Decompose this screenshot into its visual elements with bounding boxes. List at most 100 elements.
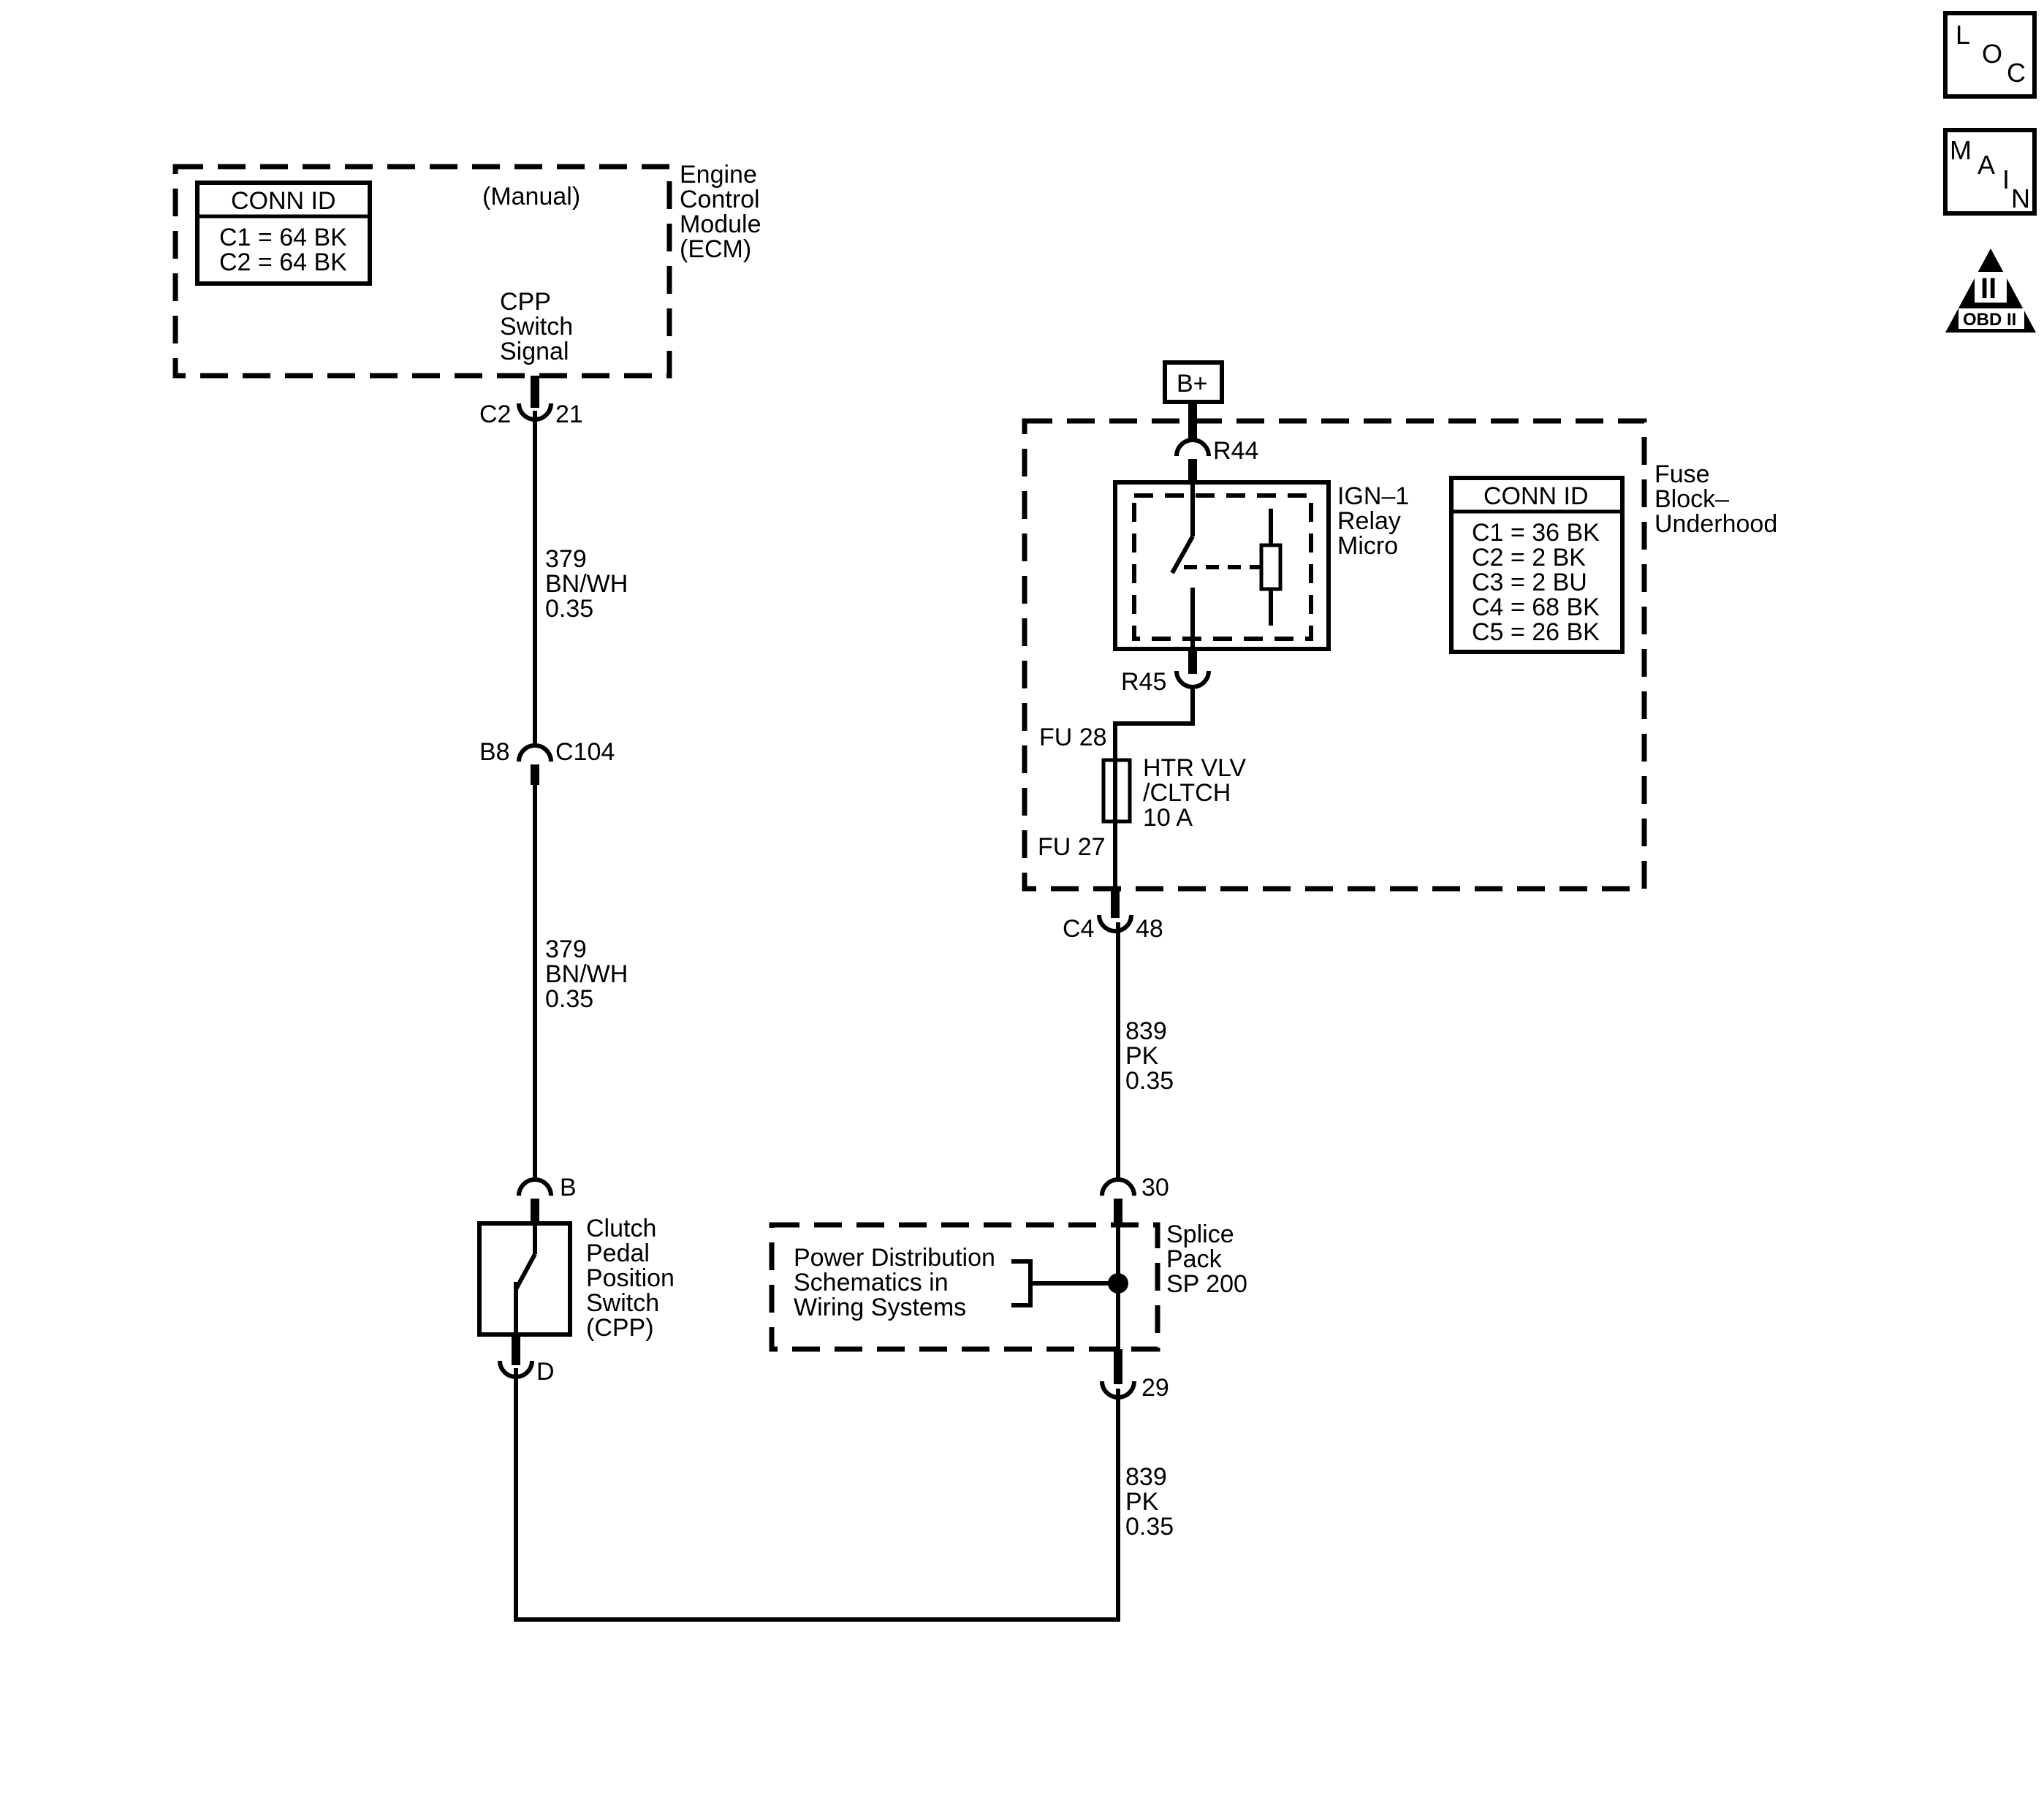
svg-text:Module: Module	[680, 210, 761, 238]
svg-text:10 A: 10 A	[1143, 804, 1193, 832]
svg-text:(ECM): (ECM)	[680, 235, 751, 263]
ecm-conn-id-table: CONN ID C1 = 64 BK C2 = 64 BK	[195, 181, 372, 286]
svg-text:C1 = 36 BK: C1 = 36 BK	[1472, 519, 1600, 547]
wire-379-upper-label: 379 BN/WH 0.35	[545, 545, 628, 623]
ecm-connector-c2: C2 21	[479, 376, 583, 428]
fuse-block-conn-id-table: CONN ID C1 = 36 BK C2 = 2 BK C3 = 2 BU C…	[1449, 476, 1625, 654]
power-distribution-reference[interactable]: Power Distribution Schematics in Wiring …	[794, 1244, 995, 1321]
svg-text:Power Distribution: Power Distribution	[794, 1244, 995, 1272]
svg-text:/CLTCH: /CLTCH	[1143, 779, 1231, 807]
ecm-variant: (Manual)	[482, 183, 580, 210]
svg-text:0.35: 0.35	[1125, 1067, 1174, 1095]
fuse-block-label: Fuse Block– Underhood	[1654, 460, 1777, 538]
svg-text:0.35: 0.35	[1125, 1513, 1174, 1541]
svg-text:II: II	[1980, 273, 1996, 305]
svg-text:B8: B8	[479, 738, 510, 766]
relay-pin-r45: R45	[1121, 649, 1211, 696]
svg-text:C4 = 68 BK: C4 = 68 BK	[1472, 593, 1600, 621]
svg-text:21: 21	[555, 400, 583, 428]
svg-text:CONN ID: CONN ID	[231, 187, 336, 215]
wire-relay-to-fuse	[1113, 687, 1195, 760]
svg-text:C2 = 2 BK: C2 = 2 BK	[1472, 544, 1586, 572]
svg-text:Switch: Switch	[586, 1289, 659, 1317]
svg-text:R44: R44	[1213, 437, 1258, 465]
svg-text:I: I	[2002, 164, 2010, 194]
svg-text:Micro: Micro	[1337, 532, 1398, 560]
svg-text:Underhood: Underhood	[1654, 510, 1777, 538]
svg-text:C104: C104	[555, 738, 615, 766]
svg-text:C1 = 64 BK: C1 = 64 BK	[219, 224, 347, 251]
svg-text:C3 = 2 BU: C3 = 2 BU	[1472, 569, 1587, 596]
svg-text:B: B	[560, 1174, 577, 1201]
wire-839-lower-label: 839 PK 0.35	[1125, 1463, 1174, 1541]
svg-text:N: N	[2011, 183, 2030, 213]
svg-text:839: 839	[1125, 1463, 1167, 1491]
fuse-block-underhood: Fuse Block– Underhood R44 IGN–1 Relay Mi…	[1022, 418, 1777, 892]
svg-text:O: O	[1982, 39, 2002, 69]
svg-text:0.35: 0.35	[545, 985, 593, 1013]
relay-pin-r44: R44	[1174, 437, 1258, 482]
svg-text:48: 48	[1136, 915, 1163, 943]
cpp-switch-label: Clutch Pedal Position Switch (CPP)	[586, 1215, 675, 1342]
svg-text:C: C	[2007, 58, 2026, 88]
ecm-module: Engine Control Module (ECM) CONN ID C1 =…	[172, 161, 761, 379]
svg-text:(CPP): (CPP)	[586, 1314, 654, 1342]
battery-positive: B+	[1163, 360, 1224, 438]
svg-text:C2 = 64 BK: C2 = 64 BK	[219, 248, 347, 276]
svg-text:Control: Control	[680, 186, 760, 213]
svg-text:379: 379	[545, 545, 587, 573]
fuse-block-connector-c4: C4 48	[1063, 889, 1163, 943]
svg-text:FU 28: FU 28	[1039, 724, 1107, 751]
svg-text:29: 29	[1141, 1374, 1169, 1402]
svg-text:A: A	[1977, 150, 1995, 180]
wire-379-lower-label: 379 BN/WH 0.35	[545, 935, 628, 1013]
main-icon[interactable]: M A I N	[1943, 128, 2037, 216]
splice-pack-label: Splice Pack SP 200	[1166, 1220, 1247, 1298]
wire-return-loop	[514, 1368, 1120, 1622]
relay-label: IGN–1 Relay Micro	[1337, 482, 1409, 560]
svg-text:Relay: Relay	[1337, 507, 1401, 535]
wire-839-upper-label: 839 PK 0.35	[1125, 1017, 1174, 1095]
svg-text:SP 200: SP 200	[1166, 1270, 1247, 1298]
cpp-signal-label: CPP Switch Signal	[500, 288, 573, 365]
svg-text:0.35: 0.35	[545, 595, 593, 623]
svg-text:Block–: Block–	[1654, 485, 1729, 513]
svg-text:L: L	[1956, 20, 1970, 50]
svg-text:Clutch: Clutch	[586, 1215, 656, 1242]
svg-text:Pack: Pack	[1166, 1245, 1223, 1273]
svg-text:Splice: Splice	[1166, 1220, 1234, 1248]
svg-text:C2: C2	[479, 400, 511, 428]
svg-text:C5 = 26 BK: C5 = 26 BK	[1472, 618, 1600, 646]
svg-text:PK: PK	[1125, 1488, 1159, 1516]
splice-pack-sp200: 30 Splice Pack SP 200 Power Distribution…	[769, 1174, 1247, 1402]
svg-text:Switch: Switch	[500, 313, 573, 341]
ign1-relay: IGN–1 Relay Micro	[1113, 480, 1409, 651]
obd-ii-icon[interactable]: II OBD II	[1945, 248, 2036, 333]
loc-icon[interactable]: L O C	[1943, 11, 2037, 99]
svg-text:C4: C4	[1063, 915, 1094, 943]
fuse-label: HTR VLV /CLTCH 10 A	[1143, 754, 1246, 832]
fuse-htr-vlv-cltch: FU 28 FU 27 HTR VLV /CLTCH 10 A	[1038, 724, 1246, 861]
cpp-switch: B D Clutch Pedal Position Switch (CPP)	[477, 1174, 675, 1386]
svg-text:Fuse: Fuse	[1654, 460, 1710, 488]
svg-text:Pedal: Pedal	[586, 1239, 650, 1267]
svg-text:BN/WH: BN/WH	[545, 570, 628, 598]
svg-text:M: M	[1950, 135, 1972, 165]
svg-text:R45: R45	[1121, 668, 1166, 696]
svg-text:B+: B+	[1177, 370, 1208, 398]
svg-text:379: 379	[545, 935, 587, 963]
inline-connector-c104: B8 C104	[479, 738, 615, 785]
svg-text:CPP: CPP	[500, 288, 551, 316]
svg-text:HTR VLV: HTR VLV	[1143, 754, 1246, 782]
svg-text:BN/WH: BN/WH	[545, 960, 628, 988]
svg-text:OBD II: OBD II	[1963, 310, 2016, 330]
svg-text:IGN–1: IGN–1	[1337, 482, 1409, 510]
svg-text:30: 30	[1141, 1174, 1169, 1201]
ecm-label: Engine Control Module (ECM)	[680, 161, 761, 263]
svg-text:Wiring Systems: Wiring Systems	[794, 1294, 966, 1321]
svg-text:FU 27: FU 27	[1038, 833, 1106, 861]
svg-text:D: D	[536, 1358, 555, 1386]
svg-text:CONN ID: CONN ID	[1483, 482, 1589, 510]
svg-text:Schematics in: Schematics in	[794, 1269, 949, 1296]
svg-text:PK: PK	[1125, 1042, 1159, 1070]
